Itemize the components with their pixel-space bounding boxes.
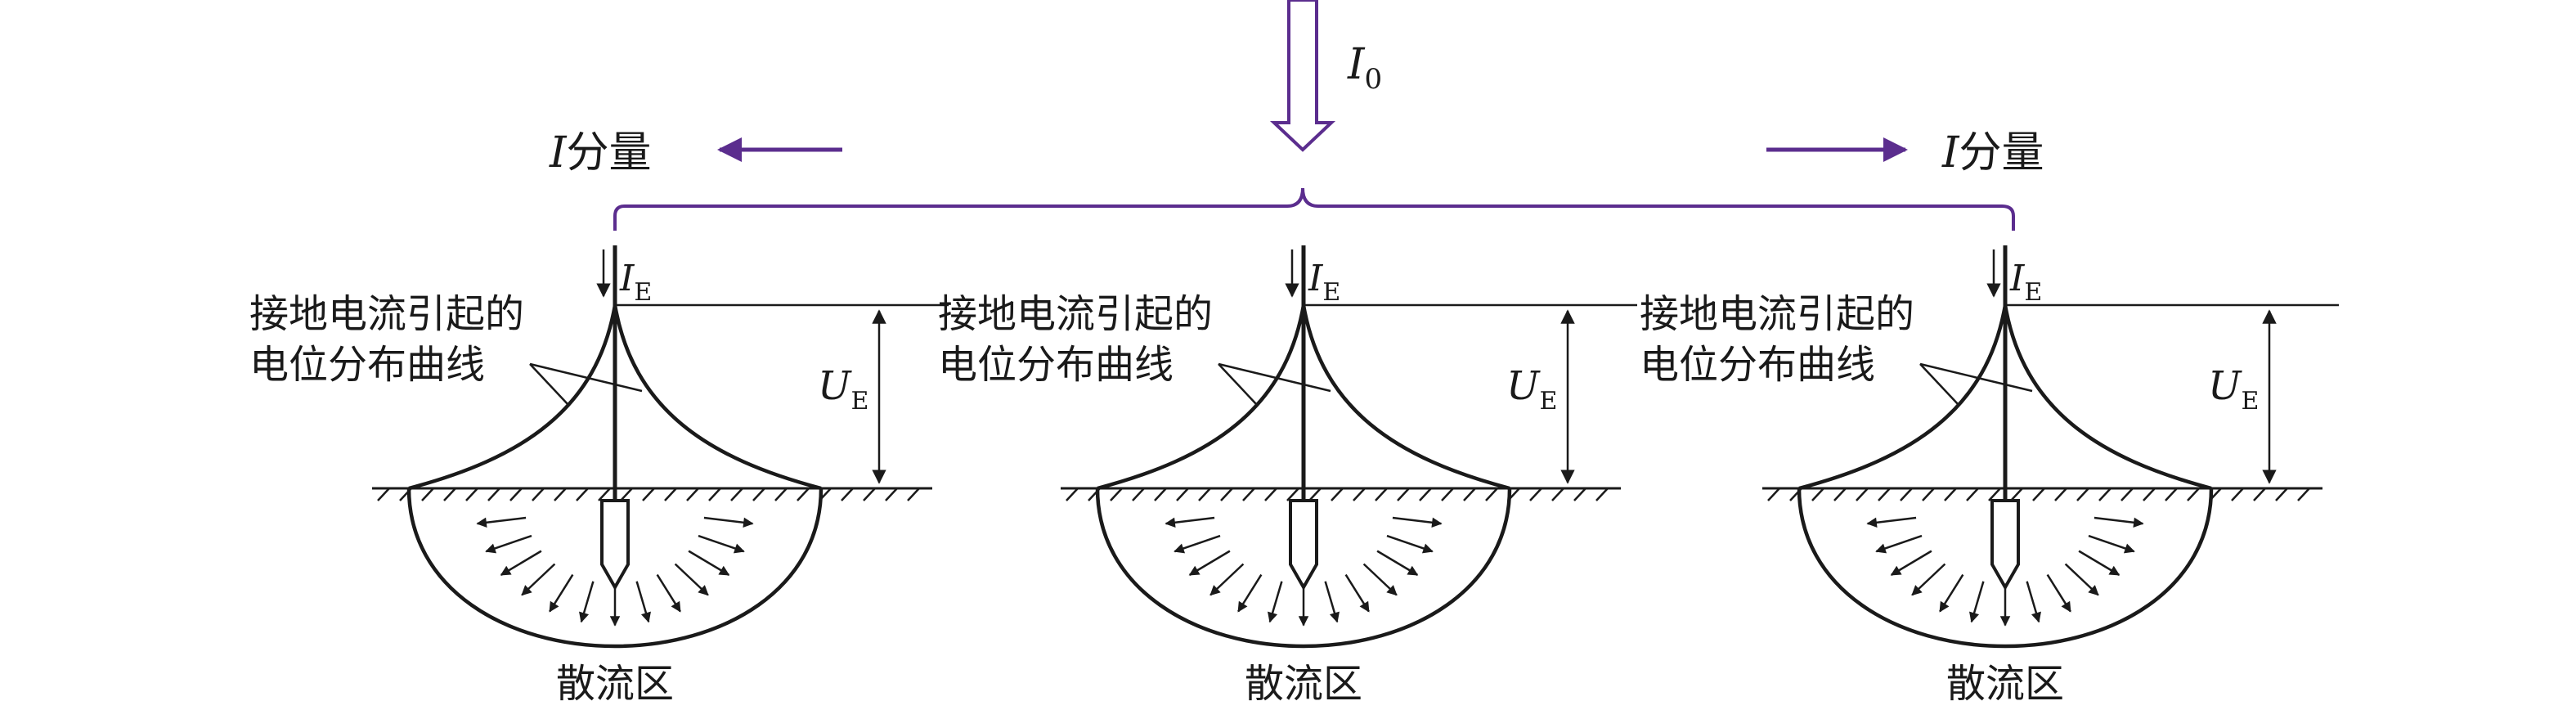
electrode-current-label: IE (1308, 258, 1340, 307)
ground-hatch (1767, 488, 2310, 501)
dispersion-zone-label: 散流区 (1946, 661, 2064, 707)
label-leader-right (529, 362, 643, 393)
dispersion-zone-label: 散流区 (556, 661, 674, 707)
label-leader-left (529, 363, 569, 406)
dispersion-zone-boundary (1095, 488, 1512, 649)
electrode-tip (600, 499, 630, 591)
label-leader-left (1218, 363, 1258, 406)
curve-label-line2: 电位分布曲线 (249, 342, 485, 388)
dispersion-current-arrows (1866, 516, 2144, 627)
ground-hatch (1066, 488, 1609, 501)
dispersion-zone-label: 散流区 (1245, 661, 1362, 707)
label-leader-right (1919, 362, 2033, 393)
curve-label-line2: 电位分布曲线 (938, 342, 1174, 388)
label-leader-right (1218, 362, 1331, 393)
total-current-label: I0 (1347, 40, 1382, 96)
electrode-current-label: IE (2009, 258, 2042, 307)
voltage-label: UE (1506, 363, 1557, 416)
distribution-brace (613, 187, 2015, 231)
electrode-tip (1289, 499, 1318, 591)
curve-label-line2: 电位分布曲线 (1640, 342, 1875, 388)
curve-label-line1: 接地电流引起的 (1640, 291, 1914, 337)
right-branch-label: I分量 (1941, 128, 2044, 178)
voltage-label: UE (818, 363, 868, 416)
total-current-arrow (1269, 0, 1336, 152)
dispersion-zone-boundary (1797, 488, 2214, 649)
dispersion-current-arrows (476, 516, 754, 627)
electrode-tip (1990, 499, 2020, 591)
electrode-current-label: IE (619, 258, 652, 307)
dispersion-zone-boundary (406, 488, 824, 649)
dispersion-current-arrows (1165, 516, 1443, 627)
left-branch-label: I分量 (549, 128, 652, 178)
curve-label-line1: 接地电流引起的 (938, 291, 1213, 337)
label-leader-left (1919, 363, 1959, 406)
ground-hatch (377, 488, 920, 501)
voltage-label: UE (2208, 363, 2259, 416)
curve-label-line1: 接地电流引起的 (249, 291, 524, 337)
